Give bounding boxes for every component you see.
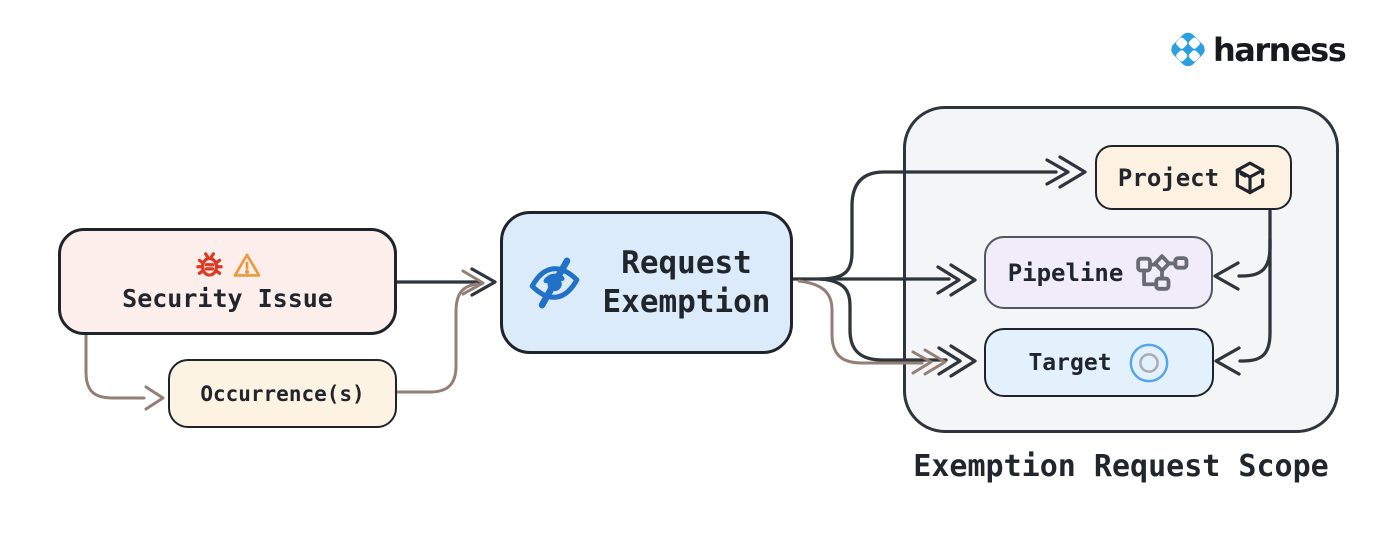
project-label: Project xyxy=(1117,163,1220,192)
target-label: Target xyxy=(1028,349,1112,376)
arrowhead-request-entry-brown xyxy=(461,269,485,296)
harness-logo: harness xyxy=(1166,27,1347,72)
occurrences-label: Occurrence(s) xyxy=(200,381,365,406)
node-pipeline: Pipeline xyxy=(984,236,1213,309)
arrowhead-occurrences xyxy=(144,385,165,411)
security-issue-icons xyxy=(194,250,262,281)
package-icon xyxy=(1235,161,1265,194)
node-target: Target xyxy=(984,328,1214,397)
security-issue-label: Security Issue xyxy=(122,284,333,313)
node-request-exemption: Request Exemption xyxy=(500,211,793,354)
warning-icon xyxy=(233,253,260,277)
node-occurrences: Occurrence(s) xyxy=(168,359,397,428)
harness-logo-icon xyxy=(1171,32,1205,67)
node-security-issue: Security Issue xyxy=(58,228,397,335)
arrowhead-request-entry xyxy=(470,267,497,297)
node-project: Project xyxy=(1095,145,1292,210)
pipeline-label: Pipeline xyxy=(1007,258,1124,287)
target-icon xyxy=(1129,343,1168,382)
harness-wordmark: harness xyxy=(1213,30,1347,69)
scope-caption: Exemption Request Scope xyxy=(913,449,1329,484)
pipeline-icon xyxy=(1136,253,1189,291)
bug-icon xyxy=(195,252,223,277)
edge-security-to-occurrences xyxy=(84,331,146,400)
request-exemption-label: Request Exemption xyxy=(602,244,771,320)
edge-occurrences-to-request xyxy=(394,282,479,394)
eye-off-icon xyxy=(529,257,579,308)
